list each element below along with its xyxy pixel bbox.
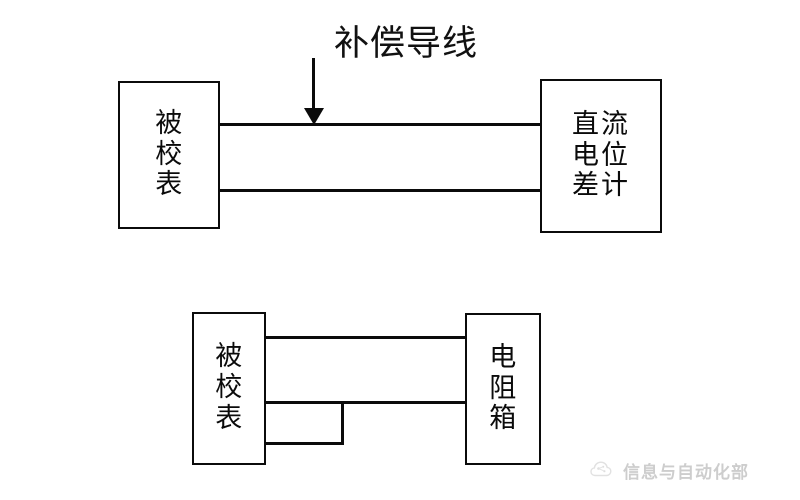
node-label-dc-potentiometer: 直流 电位 差计: [572, 108, 630, 202]
wire-loop-bottom: [264, 442, 344, 445]
down-arrow-icon-shaft: [312, 58, 315, 112]
node-label-meter-under-test-bottom: 被 校 表: [215, 342, 243, 434]
node-label-meter-under-test-top: 被 校 表: [155, 107, 183, 201]
wire-lower: [219, 189, 541, 192]
node-label-line: 直流: [572, 108, 630, 140]
node-label-line: 表: [155, 169, 183, 201]
node-label-line: 被: [215, 341, 243, 373]
node-label-line: 被: [155, 107, 183, 139]
node-label-line: 差计: [572, 170, 630, 202]
down-arrow-icon-head: [304, 108, 324, 125]
node-label-line: 电: [489, 341, 517, 373]
node-resistance-box[interactable]: 电 阻 箱: [465, 313, 541, 465]
node-label-line: 表: [215, 402, 243, 434]
watermark-text: 信息与自动化部: [623, 462, 749, 483]
node-label-line: 校: [155, 138, 183, 170]
watermark: 信息与自动化部: [588, 457, 749, 483]
node-label-line: 箱: [489, 403, 517, 435]
node-label-resistance-box: 电 阻 箱: [489, 341, 517, 435]
node-label-line: 校: [215, 372, 243, 404]
wire-loop-vertical: [341, 401, 344, 445]
wire-upper: [219, 123, 541, 126]
node-label-line: 电位: [572, 139, 630, 171]
wire-top: [264, 336, 467, 339]
node-meter-under-test-bottom[interactable]: 被 校 表: [192, 312, 266, 465]
cloud-logo-icon: [588, 457, 614, 483]
node-label-line: 阻: [489, 372, 517, 404]
wire-middle: [264, 401, 467, 404]
node-dc-potentiometer[interactable]: 直流 电位 差计: [540, 79, 662, 233]
annotation-label-compensating-wire: 补偿导线: [334, 24, 479, 64]
node-meter-under-test-top[interactable]: 被 校 表: [118, 81, 220, 229]
